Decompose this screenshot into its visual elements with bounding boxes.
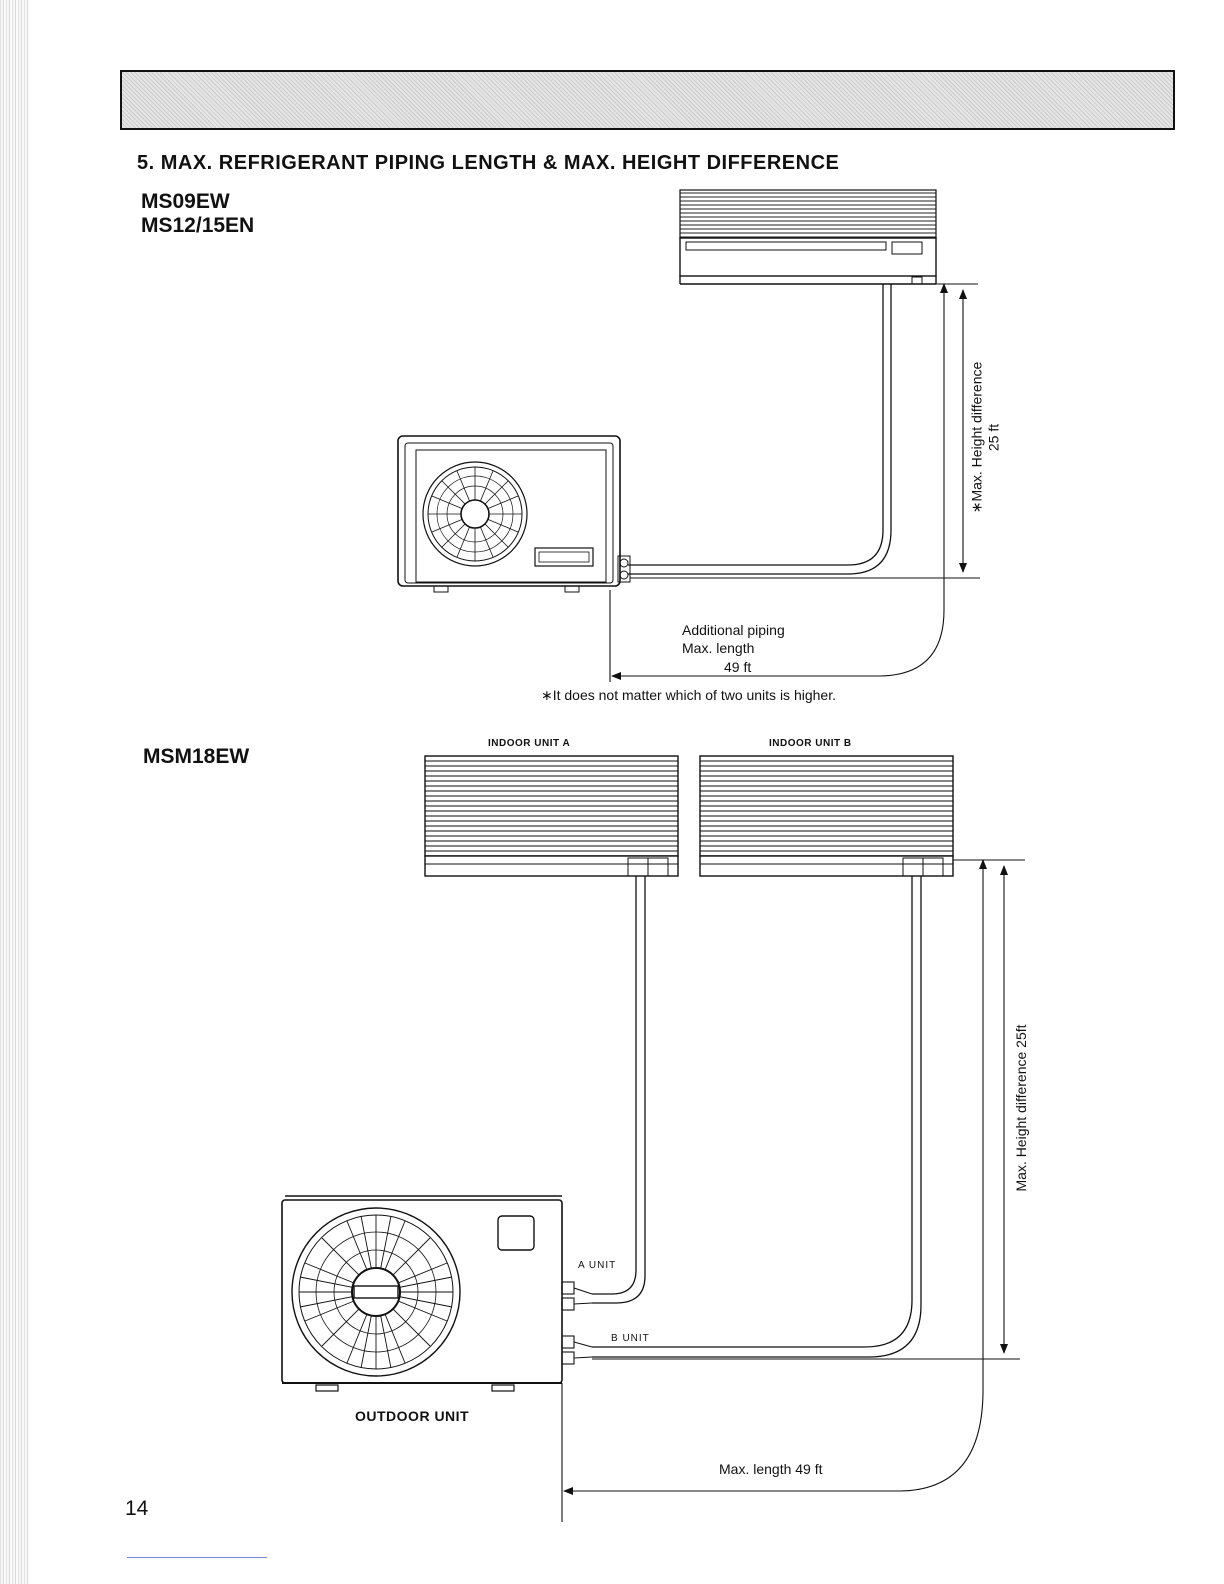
page-number: 14 bbox=[125, 1497, 149, 1520]
height-label-2: Max. Height difference 25ft bbox=[1013, 1024, 1029, 1192]
length-dimension-2 bbox=[561, 1383, 984, 1522]
additional-piping-label: Additional piping bbox=[682, 622, 785, 638]
scan-edge bbox=[0, 0, 30, 1584]
max-length-label: Max. length bbox=[682, 640, 755, 656]
max-length-value: 49 ft bbox=[724, 659, 752, 675]
indoor-unit-a-label: INDOOR UNIT A bbox=[488, 738, 571, 749]
indoor-unit-a bbox=[424, 755, 679, 877]
indoor-unit-b-label: INDOOR UNIT B bbox=[769, 738, 852, 749]
height-label-1: ∗Max. Height difference 25 ft bbox=[968, 361, 1002, 514]
bottom-rule bbox=[127, 1557, 267, 1558]
length-dimension-1 bbox=[609, 590, 945, 682]
b-unit-label: B UNIT bbox=[611, 1333, 650, 1344]
pipe-b bbox=[592, 876, 922, 1358]
height-dimension-2 bbox=[592, 859, 1025, 1390]
pipe-a bbox=[592, 876, 646, 1304]
indoor-unit-1 bbox=[679, 189, 937, 285]
max-length-label-2: Max. length 49 ft bbox=[719, 1461, 823, 1477]
model-ms12-15en: MS12/15EN bbox=[141, 214, 255, 237]
outdoor-unit-label: OUTDOOR UNIT bbox=[355, 1408, 470, 1424]
model-msm18ew: MSM18EW bbox=[143, 745, 250, 768]
indoor-unit-b bbox=[699, 755, 954, 877]
header-bar bbox=[120, 70, 1175, 130]
section-title: 5. MAX. REFRIGERANT PIPING LENGTH & MAX.… bbox=[137, 152, 840, 174]
outdoor-unit-2 bbox=[281, 1195, 593, 1392]
a-unit-label: A UNIT bbox=[578, 1260, 617, 1271]
pipe-1 bbox=[628, 284, 892, 575]
footnote: ∗It does not matter which of two units i… bbox=[541, 687, 836, 703]
model-ms09ew: MS09EW bbox=[141, 190, 230, 213]
height-dimension-1 bbox=[630, 283, 980, 610]
outdoor-unit-1 bbox=[397, 435, 631, 593]
